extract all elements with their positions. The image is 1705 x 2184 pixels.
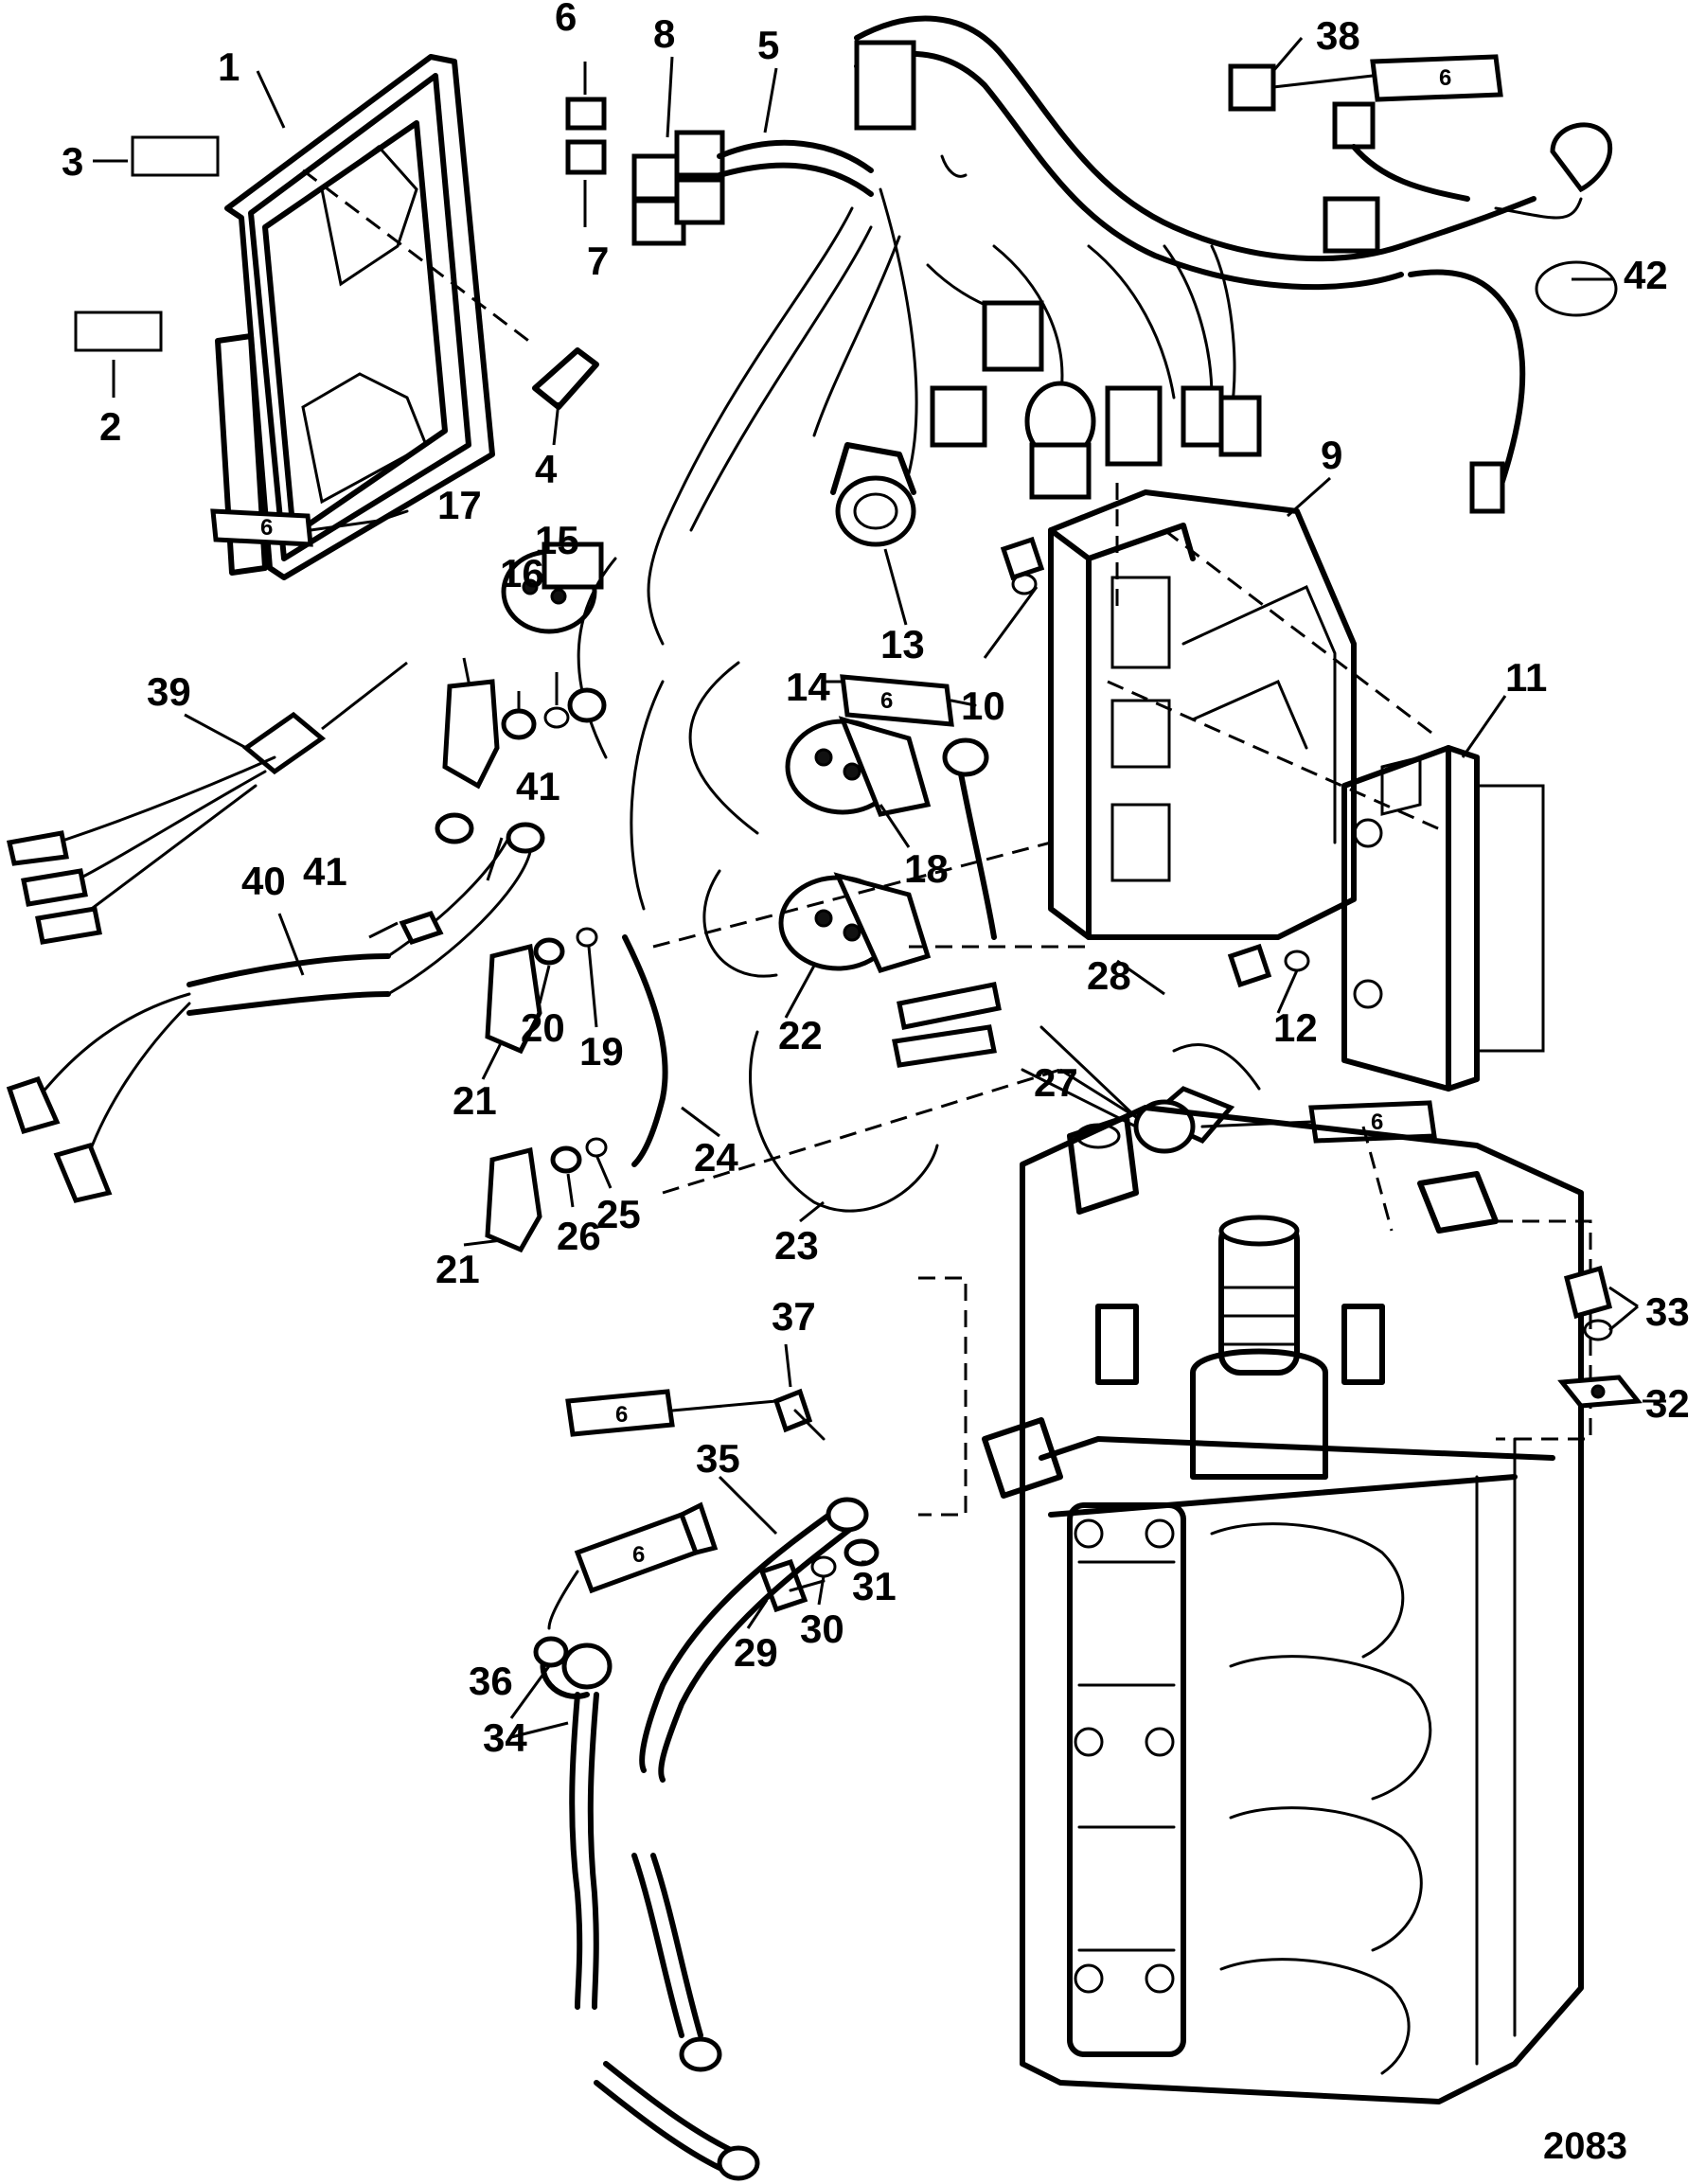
sealant-tube-top bbox=[1228, 54, 1503, 112]
callout-39: 39 bbox=[147, 669, 191, 714]
ecm-cover-part-1 bbox=[215, 54, 536, 580]
callout-2: 2 bbox=[99, 404, 121, 449]
callout-18: 18 bbox=[904, 846, 949, 891]
callout-17: 17 bbox=[437, 483, 482, 527]
tube-label-3: 6 bbox=[880, 688, 893, 714]
callout-12: 12 bbox=[1273, 1005, 1318, 1050]
tube-label-2: 6 bbox=[260, 515, 273, 541]
hardware-part-19-26 bbox=[485, 680, 939, 1253]
clip-part-4 bbox=[532, 347, 599, 410]
callout-28: 28 bbox=[1087, 953, 1131, 998]
callout-41b: 41 bbox=[516, 764, 560, 808]
callout-6: 6 bbox=[555, 0, 577, 39]
connector-part-39 bbox=[6, 508, 409, 945]
callout-26: 26 bbox=[557, 1214, 601, 1258]
callout-21a: 21 bbox=[453, 1078, 497, 1123]
callout-34: 34 bbox=[483, 1715, 527, 1760]
fuses-part-6-7 bbox=[565, 62, 607, 227]
cables-part-34-35-36 bbox=[533, 1497, 869, 2181]
callout-31: 31 bbox=[852, 1564, 897, 1608]
decal-part-2 bbox=[74, 311, 163, 352]
callout-21b: 21 bbox=[435, 1247, 480, 1291]
callout-38: 38 bbox=[1316, 13, 1360, 58]
callout-15: 15 bbox=[535, 518, 579, 562]
hardware-part-15-16-17 bbox=[442, 657, 607, 790]
callout-1: 1 bbox=[218, 44, 240, 89]
callout-33: 33 bbox=[1645, 1289, 1690, 1334]
callout-35: 35 bbox=[696, 1436, 740, 1481]
decal-part-3 bbox=[131, 135, 220, 177]
screws-part-10-12 bbox=[983, 536, 1310, 1014]
callout-25: 25 bbox=[596, 1192, 641, 1236]
callout-14: 14 bbox=[786, 665, 830, 709]
sealant-tube-labels: 6 6 6 6 6 6 bbox=[260, 65, 1451, 1568]
ecm-module-part-9 bbox=[1048, 483, 1449, 940]
callout-40: 40 bbox=[241, 859, 286, 903]
callout-11: 11 bbox=[1505, 655, 1547, 700]
assembly-line-2 bbox=[652, 841, 1052, 949]
mounting-bracket-part-11 bbox=[1341, 745, 1545, 1092]
callout-27: 27 bbox=[1034, 1060, 1078, 1105]
figure-number: 2083 bbox=[1543, 2125, 1627, 2167]
callout-30: 30 bbox=[800, 1607, 844, 1651]
callout-37: 37 bbox=[772, 1294, 816, 1339]
callout-20: 20 bbox=[521, 1005, 565, 1050]
tube-label-6: 6 bbox=[632, 1542, 645, 1568]
callout-32: 32 bbox=[1645, 1381, 1690, 1426]
callout-23: 23 bbox=[774, 1223, 819, 1268]
callout-3: 3 bbox=[62, 139, 83, 184]
callout-16: 16 bbox=[500, 551, 544, 595]
callout-29: 29 bbox=[734, 1630, 778, 1675]
callout-4: 4 bbox=[535, 447, 558, 491]
sealant-tubes-lower bbox=[547, 1389, 778, 1630]
callout-41a: 41 bbox=[303, 849, 347, 894]
engine-block bbox=[918, 1105, 1592, 2104]
callout-24: 24 bbox=[694, 1135, 738, 1180]
sealant-tube-part-14 bbox=[840, 674, 977, 727]
main-wiring-harness-part-5 bbox=[647, 15, 1618, 646]
hardware-part-32-33 bbox=[1557, 1265, 1666, 1409]
callout-36: 36 bbox=[469, 1659, 513, 1703]
assembly-line-1 bbox=[662, 1068, 1061, 1195]
tube-label-5: 6 bbox=[615, 1402, 628, 1428]
callout-22: 22 bbox=[778, 1013, 823, 1057]
tube-label-1: 6 bbox=[1439, 65, 1451, 91]
callout-5: 5 bbox=[757, 23, 779, 67]
callout-42: 42 bbox=[1624, 253, 1668, 297]
callout-9: 9 bbox=[1321, 433, 1342, 477]
tube-label-4: 6 bbox=[1371, 1110, 1383, 1135]
sensor-part-13 bbox=[830, 442, 916, 547]
callout-labels: 1 2 3 4 5 6 7 8 9 10 11 12 13 14 15 16 1… bbox=[62, 0, 1690, 1760]
solenoids-part-18-22 bbox=[501, 542, 932, 978]
relays-part-8 bbox=[631, 130, 725, 246]
callout-19: 19 bbox=[579, 1029, 624, 1074]
callout-7: 7 bbox=[587, 239, 609, 283]
callout-13: 13 bbox=[880, 622, 925, 666]
callout-10: 10 bbox=[961, 684, 1005, 728]
callout-8: 8 bbox=[653, 11, 675, 56]
